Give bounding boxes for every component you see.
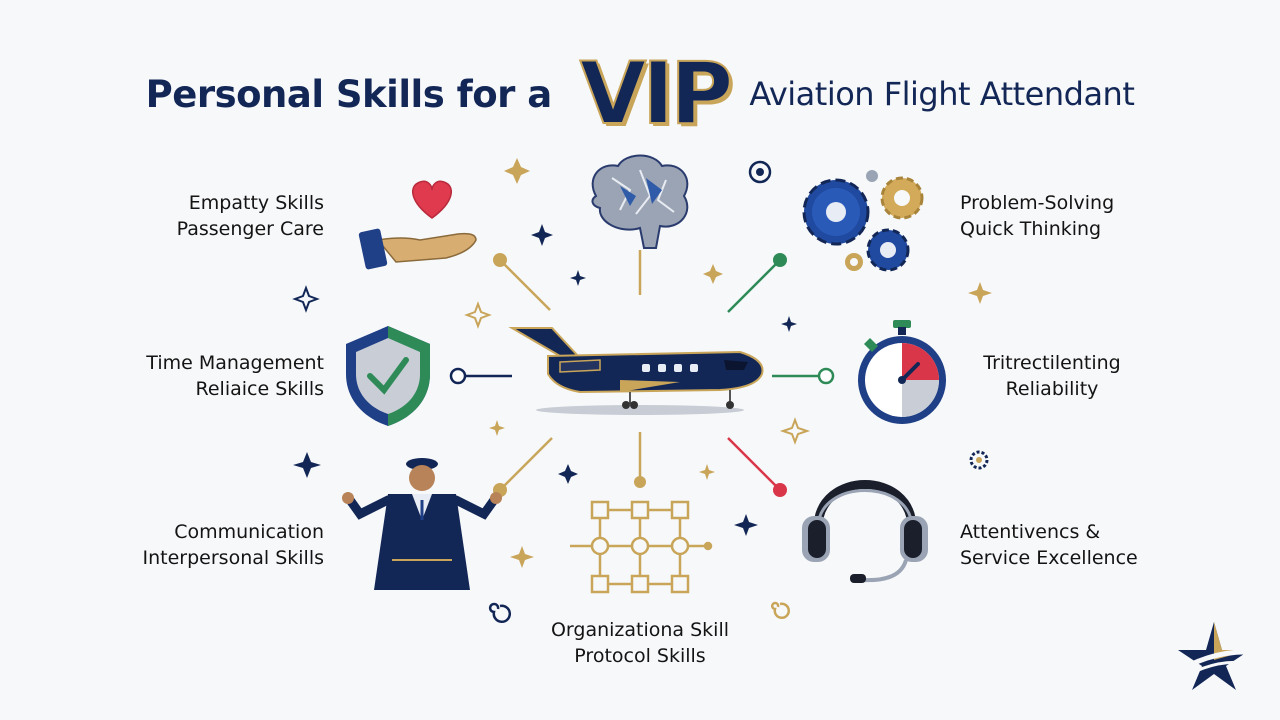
skill-time-management-line2: Reliaice Skills (195, 378, 325, 400)
skill-organizational-line1: Organizationa Skill (550, 619, 730, 641)
skill-communication-line1: Communication (174, 521, 324, 543)
decorative-sparkles (292, 158, 992, 624)
connector-dots (449, 253, 835, 497)
skill-time-management-label: Time Management Reliaice Skills (146, 350, 324, 402)
title-part2: Aviation Flight Attendant (749, 75, 1135, 113)
skill-problem-solving-line2: Quick Thinking (960, 218, 1102, 240)
skill-time-management-line1: Time Management (146, 352, 324, 374)
skill-reliability-label: Tritrectilenting Reliability (968, 350, 1136, 402)
skill-attentiveness-label: Attentivencs & Service Excellence (960, 519, 1138, 571)
brain-icon (591, 154, 689, 249)
skill-reliability-line2: Reliability (1005, 378, 1099, 400)
skill-empathy-line1: Empatty Skills (188, 192, 324, 214)
skill-attentiveness-line1: Attentivencs & (960, 521, 1101, 543)
gears-icon (802, 170, 924, 272)
heart-hand-icon (358, 180, 477, 270)
title-part1: Personal Skills for a (145, 72, 553, 116)
flowchart-icon (570, 500, 713, 594)
skill-communication-line2: Interpersonal Skills (142, 547, 324, 569)
skill-problem-solving-line1: Problem-Solving (960, 192, 1115, 214)
flight-attendant-icon (342, 458, 502, 590)
private-jet-icon (508, 327, 764, 415)
connector-lines (458, 250, 826, 491)
title-vip: VIP (579, 44, 735, 144)
star-logo-icon (1167, 622, 1253, 690)
skill-organizational-line2: Protocol Skills (574, 645, 706, 667)
skill-empathy-label: Empatty Skills Passenger Care (177, 190, 324, 242)
skill-reliability-line1: Tritrectilenting (983, 352, 1121, 374)
stopwatch-icon (858, 320, 946, 424)
headset-icon (802, 480, 928, 583)
skill-organizational-label: Organizationa Skill Protocol Skills (520, 617, 760, 669)
page-title: Personal Skills for a VIP Aviation Fligh… (0, 48, 1280, 140)
skill-empathy-line2: Passenger Care (176, 218, 324, 240)
skill-communication-label: Communication Interpersonal Skills (143, 519, 324, 571)
skill-attentiveness-line2: Service Excellence (960, 547, 1138, 569)
shield-check-icon (346, 326, 430, 426)
skill-problem-solving-label: Problem-Solving Quick Thinking (960, 190, 1114, 242)
